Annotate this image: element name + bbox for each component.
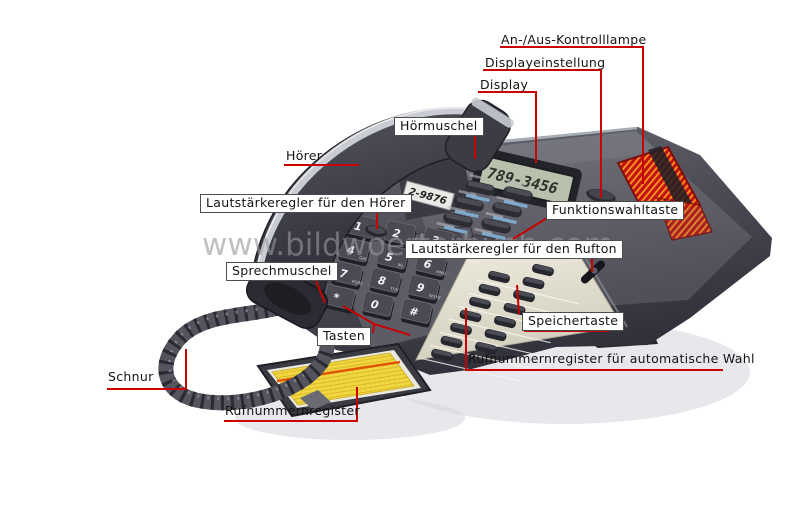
speed-dial-button bbox=[532, 263, 554, 277]
line-schnur bbox=[107, 349, 187, 390]
label-rufnummernregister: Rufnummernregister bbox=[225, 403, 360, 418]
svg-text:PQRS: PQRS bbox=[351, 279, 363, 286]
line-an-aus bbox=[500, 46, 644, 184]
function-key bbox=[465, 173, 495, 203]
svg-text:7: 7 bbox=[338, 267, 349, 281]
speed-dial-button bbox=[522, 276, 545, 290]
svg-text:GHI: GHI bbox=[359, 255, 367, 262]
keypad-key: * bbox=[323, 284, 356, 314]
svg-text:#: # bbox=[408, 304, 420, 319]
speed-dial-button bbox=[494, 315, 516, 329]
svg-text:9: 9 bbox=[415, 281, 426, 295]
label-funktionswahltaste: Funktionswahltaste bbox=[546, 201, 685, 220]
label-lautstaerkeregler-hoerer: Lautstärkeregler für den Hörer bbox=[200, 194, 412, 213]
label-lautstaerkeregler-rufton: Lautstärkeregler für den Rufton bbox=[405, 240, 623, 259]
keypad-key: 0 bbox=[361, 291, 395, 321]
speed-dial-button bbox=[484, 328, 507, 342]
label-rufnummernregister-auto: Rufnummernregister für automatische Wahl bbox=[468, 351, 755, 366]
function-key bbox=[503, 179, 533, 209]
line-funktionswahltaste bbox=[512, 217, 548, 240]
line-tasten-drop bbox=[372, 323, 375, 334]
earpiece bbox=[444, 97, 514, 173]
svg-text:5: 5 bbox=[384, 250, 395, 264]
speed-dial-button bbox=[477, 270, 580, 305]
speed-dial-button bbox=[430, 335, 532, 370]
line-sprechmuschel bbox=[315, 280, 326, 304]
function-key bbox=[481, 211, 511, 241]
line-speichertaste bbox=[516, 284, 520, 315]
coiled-cord bbox=[158, 294, 335, 411]
svg-text:*: * bbox=[332, 291, 341, 305]
function-key bbox=[492, 195, 522, 225]
svg-text:2: 2 bbox=[391, 226, 402, 240]
index-card bbox=[256, 342, 432, 418]
speed-dial-button bbox=[475, 341, 497, 355]
line-display bbox=[478, 91, 537, 163]
label-display: Display bbox=[480, 77, 529, 92]
svg-text:0: 0 bbox=[369, 297, 380, 311]
number-sticker: 2-9876 bbox=[401, 180, 455, 211]
svg-text:6: 6 bbox=[422, 257, 433, 271]
svg-text:1: 1 bbox=[353, 219, 363, 233]
label-schnur: Schnur bbox=[108, 369, 154, 384]
label-an-aus-kontrolllampe: An-/Aus-Kontrolllampe bbox=[501, 32, 647, 47]
label-tasten: Tasten bbox=[317, 327, 372, 346]
label-displayeinstellung: Displayeinstellung bbox=[485, 55, 606, 70]
line-rufnr-auto bbox=[465, 308, 723, 371]
function-key bbox=[443, 205, 473, 235]
label-hoerer: Hörer bbox=[286, 148, 323, 163]
label-speichertaste: Speichertaste bbox=[522, 312, 625, 331]
label-hoermuschel: Hörmuschel bbox=[394, 117, 484, 136]
line-hoermuschel bbox=[459, 133, 476, 159]
svg-text:8: 8 bbox=[377, 274, 388, 288]
line-lautst-rufton bbox=[406, 257, 593, 272]
function-key bbox=[454, 189, 484, 219]
handset-volume-key bbox=[365, 225, 387, 237]
line-displayeinstellung bbox=[483, 69, 602, 198]
keypad-key: # bbox=[400, 298, 433, 328]
svg-text:WXYZ: WXYZ bbox=[428, 293, 441, 301]
svg-text:4: 4 bbox=[345, 243, 356, 258]
line-rufnummernregister bbox=[224, 387, 358, 422]
svg-text:JKL: JKL bbox=[396, 262, 405, 269]
svg-text:MNO: MNO bbox=[436, 269, 446, 276]
svg-text:TUV: TUV bbox=[389, 285, 399, 292]
label-sprechmuschel: Sprechmuschel bbox=[226, 262, 338, 281]
